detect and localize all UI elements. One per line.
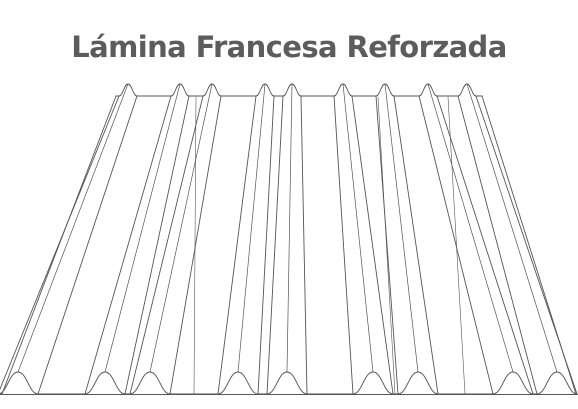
ridge-flank-left-5 [333, 95, 354, 395]
valley-line-2 [447, 96, 466, 395]
ridge-crest-3 [237, 83, 266, 373]
ridge-flank-left-2 [129, 95, 204, 395]
ridge-flank-left-1 [84, 95, 172, 395]
ridge-crest-7 [427, 83, 514, 373]
ridge-flank-left-0 [0, 95, 120, 391]
ridge-crest-6 [384, 83, 419, 373]
ridge-crest-5 [342, 83, 374, 373]
ridge-flank-right-2 [169, 95, 222, 395]
ridge-flank-left-3 [217, 95, 257, 395]
ridge-crest-0 [17, 83, 129, 373]
product-title: Lámina Francesa Reforzada [71, 30, 507, 64]
ridge-flank-left-8 [457, 95, 538, 395]
ridge-crest-1 [104, 83, 181, 373]
ridge-flank-right-0 [37, 95, 138, 395]
ridge-flank-right-8 [475, 95, 578, 395]
sheet-outline [0, 83, 578, 395]
ridge-flank-right-7 [436, 95, 534, 395]
ridge-flank-left-4 [266, 95, 284, 395]
ridge-crest-8 [466, 83, 558, 373]
ridge-flank-right-3 [257, 95, 275, 395]
ridge-flank-right-6 [393, 95, 439, 395]
ridge-flank-right-5 [351, 95, 394, 395]
ridge-crest-4 [286, 83, 293, 373]
sheet-top-edge [115, 83, 483, 97]
valley-line-0 [193, 96, 197, 395]
ridge-flank-left-6 [375, 95, 399, 395]
ridge-crest-2 [149, 83, 213, 373]
ridge-flank-right-1 [124, 95, 190, 395]
valley-line-1 [377, 96, 396, 395]
sheet-left-edge [1, 95, 117, 395]
ridge-flank-right-4 [300, 95, 308, 395]
ridge-flank-left-7 [418, 95, 494, 395]
